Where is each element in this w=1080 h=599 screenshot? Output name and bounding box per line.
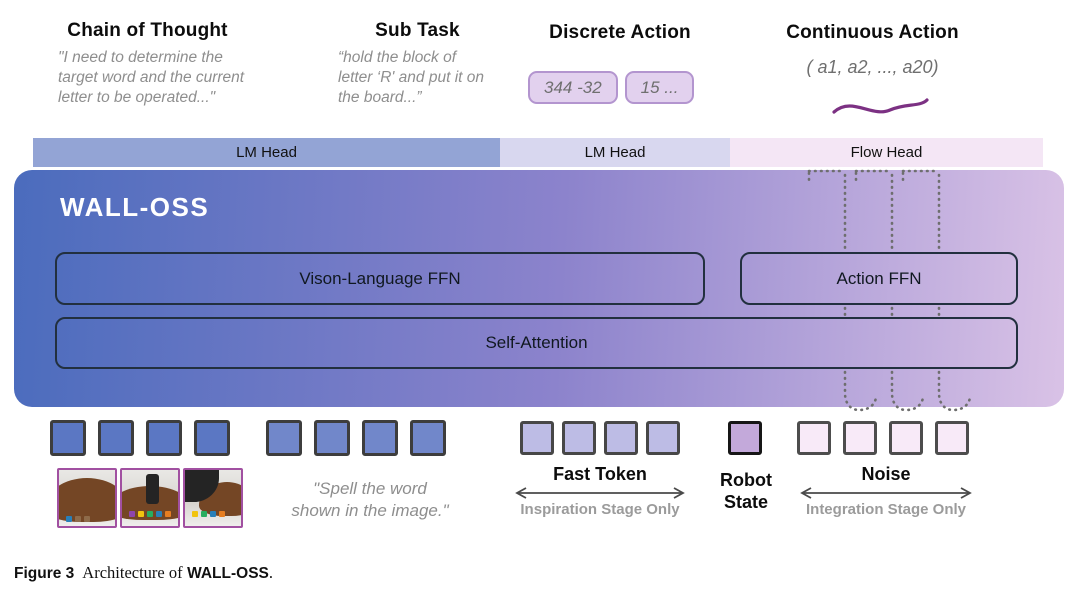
image-token-square (98, 420, 134, 456)
action-vector-text: ( a1, a2, ..., a20) (806, 57, 939, 77)
robot-scene-photo (183, 468, 243, 528)
robot-state-token-square (728, 421, 762, 455)
flow-head-bar: Flow Head (730, 138, 1043, 167)
column-title-chain-of-thought: Chain of Thought (67, 20, 228, 41)
caption-period: . (268, 563, 274, 582)
noise-token-row (797, 421, 969, 455)
image-token-square (194, 420, 230, 456)
fast-token-square (520, 421, 554, 455)
fast-token-square (562, 421, 596, 455)
integration-stage-label: Integration Stage Only (805, 501, 967, 518)
fast-token-span-arrow (515, 487, 685, 499)
vision-language-ffn-block: Vison-Language FFN (55, 252, 705, 305)
robot-state-token-row (728, 421, 762, 455)
figure-caption: Figure 3 Architecture of WALL-OSS. (14, 563, 273, 583)
fast-token-label: Fast Token (553, 464, 647, 484)
vision-instruction-quote: "Spell the word shown in the image." (291, 479, 449, 520)
image-token-row (50, 420, 230, 456)
action-squiggle-icon (832, 98, 929, 114)
image-token-square (146, 420, 182, 456)
sub-task-quote: “hold the block of letter ‘R' and put it… (338, 49, 484, 106)
lm-head-bar-action: LM Head (500, 138, 730, 167)
noise-token-square (843, 421, 877, 455)
fast-token-row (520, 421, 680, 455)
model-title: WALL-OSS (60, 192, 210, 222)
noise-label: Noise (861, 464, 911, 484)
action-ffn-block: Action FFN (740, 252, 1018, 305)
column-title-discrete-action: Discrete Action (549, 22, 691, 43)
inspiration-stage-label: Inspiration Stage Only (520, 501, 680, 518)
column-title-sub-task: Sub Task (375, 20, 460, 41)
text-token-square (362, 420, 398, 456)
fast-token-square (646, 421, 680, 455)
noise-token-square (935, 421, 969, 455)
robot-scene-photo (120, 468, 180, 528)
discrete-token-chip: 15 ... (624, 71, 695, 104)
text-token-row (266, 420, 446, 456)
text-token-square (314, 420, 350, 456)
text-token-square (410, 420, 446, 456)
wall-oss-model-box: WALL-OSS Vison-Language FFN Action FFN S… (14, 170, 1064, 407)
lm-head-bar-vl: LM Head (33, 138, 500, 167)
text-token-square (266, 420, 302, 456)
caption-text: Architecture of (82, 563, 183, 582)
self-attention-block: Self-Attention (55, 317, 1018, 369)
discrete-token-chips: 344 -32 15 ... (528, 71, 695, 104)
column-title-continuous-action: Continuous Action (786, 22, 959, 43)
robot-state-label: Robot State (720, 470, 772, 512)
caption-figure-number: Figure 3 (14, 565, 75, 582)
image-token-square (50, 420, 86, 456)
robot-photo-row (57, 468, 243, 528)
noise-span-arrow (800, 487, 972, 499)
caption-model-name: WALL-OSS (187, 565, 269, 582)
robot-scene-photo (57, 468, 117, 528)
discrete-token-chip: 344 -32 (528, 71, 618, 104)
noise-token-square (889, 421, 923, 455)
noise-token-square (797, 421, 831, 455)
fast-token-square (604, 421, 638, 455)
chain-of-thought-quote: "I need to determine the target word and… (58, 49, 245, 106)
